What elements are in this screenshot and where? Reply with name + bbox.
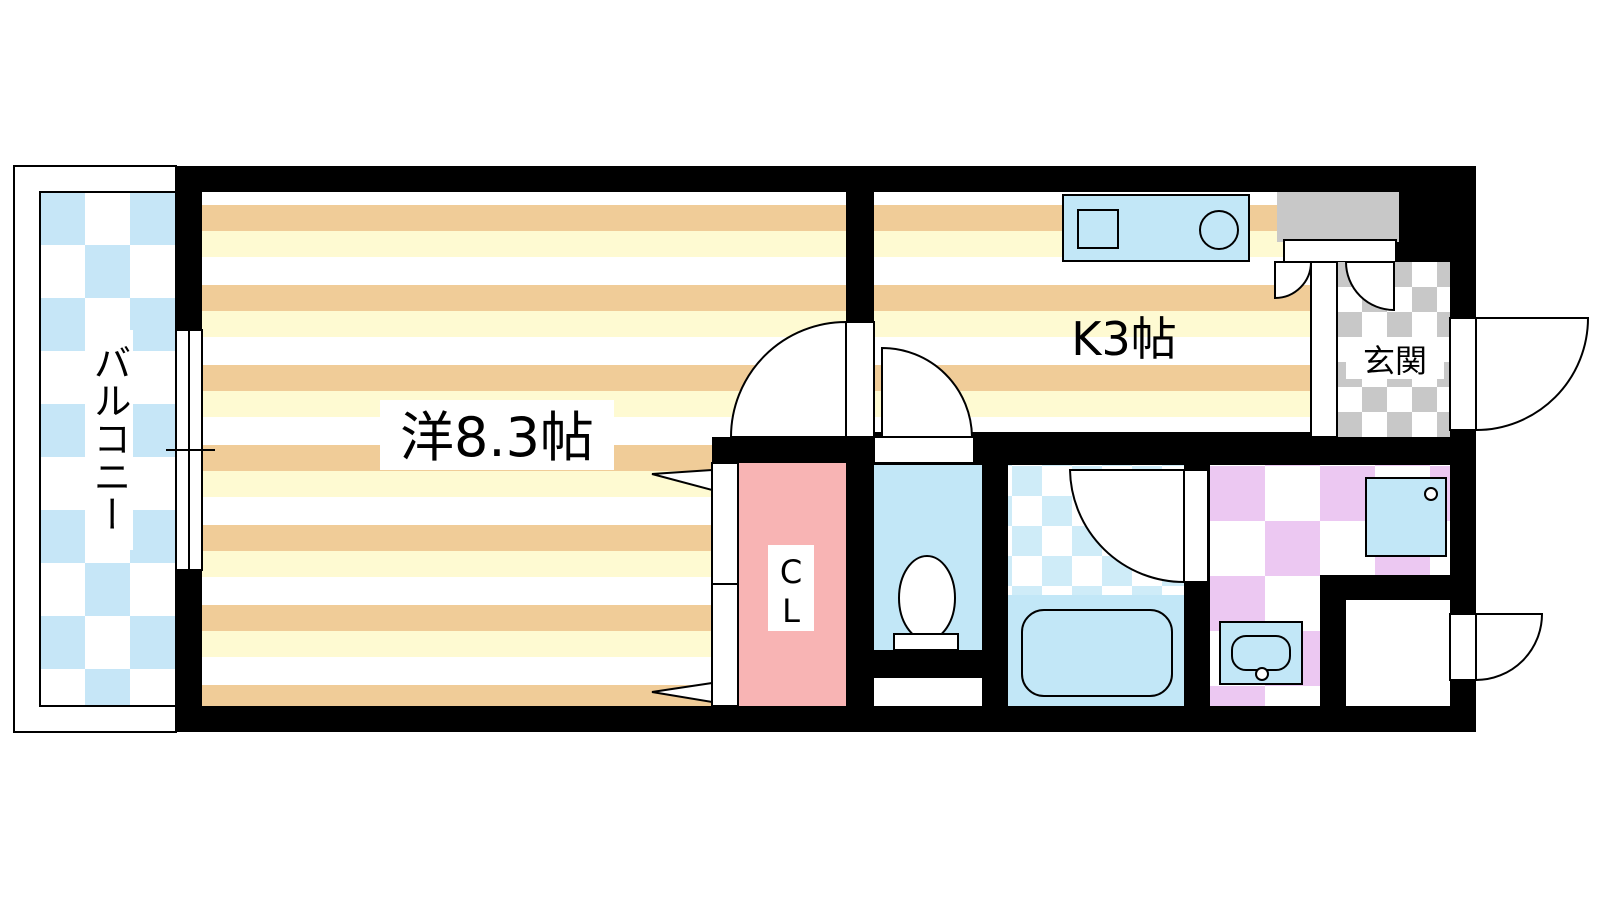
washroom [1210, 465, 1450, 706]
kitchen-label: K3帖 [1071, 312, 1176, 366]
western-room-door [729, 320, 875, 438]
kitchen-counter [1062, 194, 1250, 262]
balcony-window [166, 329, 215, 571]
closet-label-c: C [780, 553, 802, 591]
entrance-inner-door [1274, 261, 1395, 312]
toilet-door [881, 346, 974, 438]
western-room-label: 洋8.3帖 [400, 406, 594, 469]
closet [651, 462, 846, 707]
balcony [13, 165, 177, 733]
bathroom-door [1068, 469, 1185, 584]
balcony-label: バルコニー [87, 343, 131, 533]
partition-wall [846, 192, 874, 322]
entrance-label: 玄関 [1363, 342, 1427, 380]
storage-room [1346, 600, 1450, 706]
kitchen-lower-wall [712, 437, 1476, 463]
front-door [1449, 317, 1590, 432]
storage-door [1449, 613, 1544, 682]
toilet-room [873, 436, 982, 706]
closet-label-l: L [782, 592, 800, 630]
